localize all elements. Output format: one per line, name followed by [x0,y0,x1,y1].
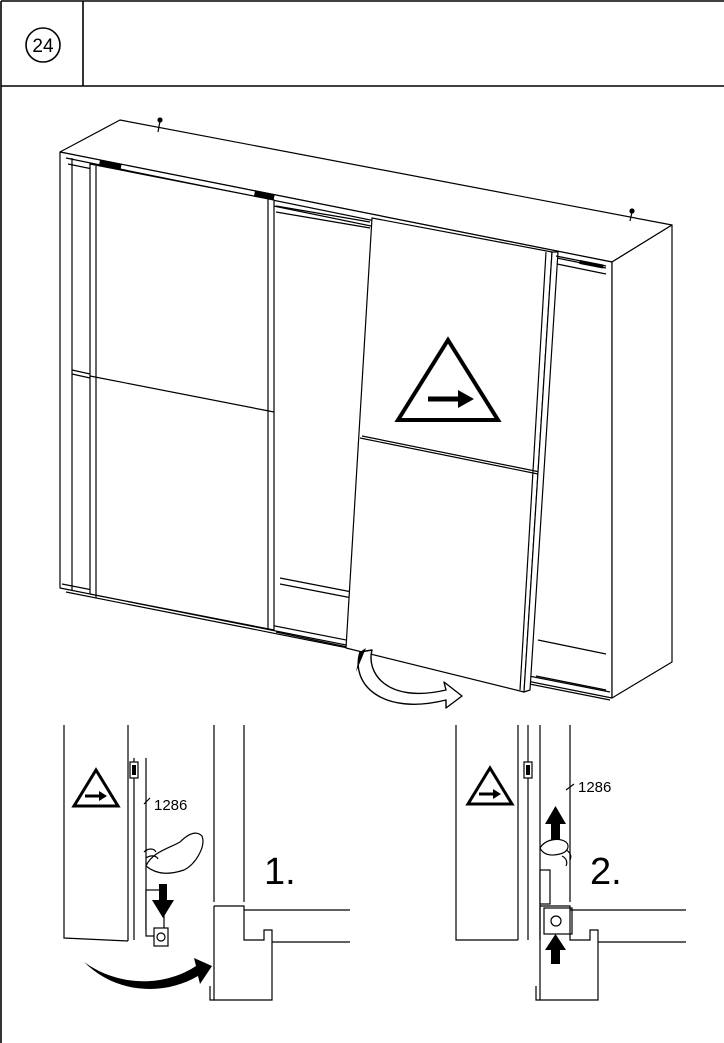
curved-arrow-icon [356,648,463,709]
up-arrow-icon [545,806,566,840]
curved-arrow-icon [84,958,212,989]
tilted-door [345,217,559,693]
detail-2 [455,725,686,1001]
warning-triangle-arrow-icon [465,765,515,806]
step-label-1: 1. [264,851,296,893]
warning-triangle-arrow-icon [71,767,121,808]
left-door [89,160,275,631]
up-arrow-icon [545,934,566,964]
step-badge: 24 [25,27,61,63]
warning-triangle-arrow-icon [394,336,502,422]
wardrobe-illustration [59,117,673,701]
part-number-2: 1286 [578,779,611,796]
step-label-2: 2. [590,851,622,893]
hand-icon [143,832,204,874]
detail-1 [63,725,350,1001]
hand-icon [539,838,572,867]
down-arrow-icon [152,884,174,918]
step-number: 24 [32,36,54,57]
part-number-1: 1286 [154,797,187,814]
